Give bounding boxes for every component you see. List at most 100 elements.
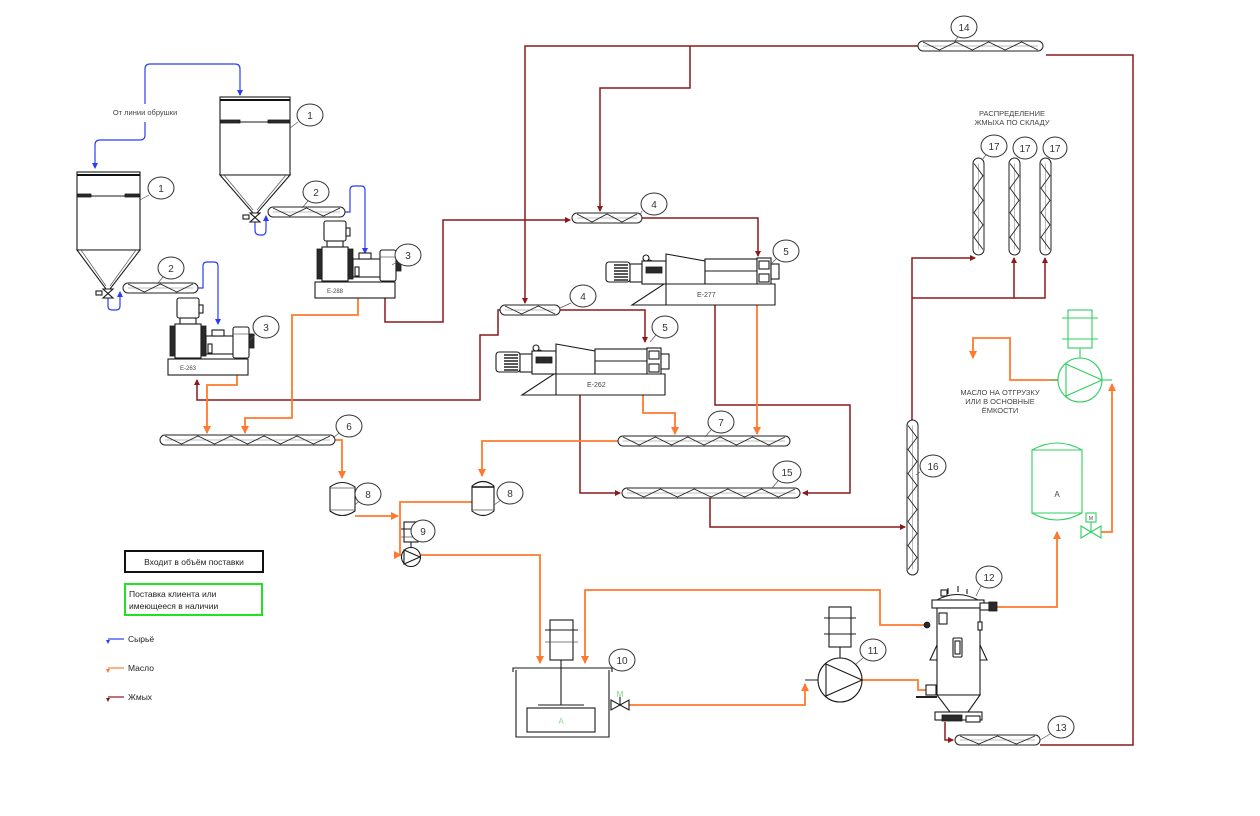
screw-flight: [164, 435, 331, 445]
screw-cake-13[interactable]: [954, 734, 1041, 746]
screw-feeder-left[interactable]: [122, 282, 199, 294]
callout-circle: [772, 460, 802, 484]
housing: [321, 246, 349, 282]
callout-oil-screw-7: 7: [704, 410, 735, 438]
side-valve: [938, 612, 948, 625]
pump-11[interactable]: [817, 606, 864, 703]
outlet-valve: [988, 601, 998, 612]
hopper-left[interactable]: [75, 171, 142, 299]
barrel: [594, 348, 648, 376]
screw-feeder-right[interactable]: [267, 206, 346, 218]
feed-block-window: [758, 260, 770, 270]
leader-line: [704, 429, 712, 438]
filter-12[interactable]: [916, 586, 998, 723]
conditioner-e288[interactable]: E-288: [314, 220, 402, 299]
cake-line-screw14-to-feed-lower: [522, 45, 918, 304]
oil-lines: [203, 298, 1116, 706]
screw-flight: [973, 163, 984, 250]
callout-screw-13: 13: [1039, 715, 1075, 741]
pump-casing-icon: [817, 657, 863, 703]
screw-cake-15[interactable]: [621, 487, 801, 499]
motor-terminal: [345, 227, 351, 237]
client-tank[interactable]: A M: [1031, 442, 1102, 539]
tank-mark: A: [558, 717, 564, 726]
screw-distribution-17b[interactable]: [1008, 157, 1021, 256]
screw-flight: [127, 283, 194, 293]
oil-line-screw6-to-settler: [335, 439, 346, 479]
settler-right[interactable]: [471, 480, 495, 517]
hopper-right[interactable]: [218, 96, 292, 223]
cake-line-elevator-to-screw17b: [912, 257, 1017, 299]
callout-press-feed-lower: 4: [559, 284, 597, 309]
gearbox: [379, 249, 397, 282]
callout-circle: [640, 192, 668, 216]
tank-10[interactable]: A M: [512, 619, 630, 738]
screw-flight: [959, 735, 1036, 745]
screw-distribution-17c[interactable]: [1039, 157, 1052, 256]
flange-left: [169, 325, 176, 357]
tank-body: [1031, 442, 1083, 521]
hopper-right-valve-icon[interactable]: [248, 212, 262, 223]
callout-circle: [394, 243, 422, 267]
callout-circle: [608, 648, 636, 672]
hopper-right-valve-actuator: [242, 214, 250, 220]
screw-distribution-17a[interactable]: [972, 157, 985, 256]
coupling: [629, 263, 643, 283]
hopper-left-cone-line: [109, 249, 137, 287]
callout-circle: [772, 239, 800, 263]
filter-cone: [935, 694, 982, 713]
callout-circle: [157, 256, 185, 280]
equipment-tag: E-277: [697, 292, 716, 299]
leader-line: [493, 499, 502, 506]
base-frame: [630, 283, 776, 306]
client-pump[interactable]: [1050, 309, 1104, 403]
callout-number: 17: [1019, 144, 1031, 155]
distribution-label-line: ЖМЫХА ПО СКЛАДУ: [974, 118, 1049, 127]
equipment-tag: E-263: [180, 366, 197, 372]
cake-line-elevator-to-screw17a: [911, 255, 976, 420]
leader-line: [915, 471, 921, 476]
feed-cone: [555, 343, 596, 375]
knob: [532, 344, 540, 352]
barrel: [704, 258, 758, 286]
callout-conditioner-upper: 3: [391, 243, 422, 267]
callout-number: 3: [405, 251, 411, 262]
oil-line-conditioner-lower-to-screw6: [203, 375, 238, 434]
callout-circle: [1047, 715, 1075, 739]
callout-hopper-left: 1: [139, 176, 175, 201]
oil-line-settler-right-to-pump9: [394, 501, 472, 559]
motor-terminal: [198, 304, 204, 314]
settler-left[interactable]: [329, 481, 356, 517]
elevator-16[interactable]: [906, 419, 919, 576]
gearbox-coil: [535, 356, 553, 364]
tank-heater: [526, 707, 596, 733]
callout-oil-screw-6: 6: [332, 414, 363, 439]
conditioner-e263[interactable]: E-263: [167, 297, 255, 376]
callout-feeder-right: 2: [301, 180, 330, 209]
oil-line-screw7-to-settler-right: [478, 440, 618, 477]
inlet-nozzle: [925, 684, 937, 696]
screw-oil-7[interactable]: [617, 435, 791, 447]
mixer-motor-icon: [549, 619, 574, 661]
screw-press-feed-upper[interactable]: [571, 212, 643, 224]
cake-line-feed-lower-to-press-lower: [560, 309, 648, 343]
motor-neck: [179, 317, 197, 325]
oil-line-press-lower-to-screw7: [642, 395, 679, 435]
callout-circle: [410, 519, 436, 543]
screw-cake-14[interactable]: [917, 40, 1044, 52]
base-frame: [520, 373, 666, 396]
leader-line: [981, 154, 987, 161]
callout-press-upper: 5: [771, 239, 800, 264]
oil-line-client-pump-to-outlet: [969, 337, 1058, 381]
callout-number: 14: [958, 23, 970, 34]
leader-line: [771, 258, 777, 264]
pump-direction-icon: [825, 663, 864, 697]
press-e262[interactable]: E-262: [495, 343, 670, 396]
hopper-left-valve-icon[interactable]: [101, 288, 115, 299]
screw-press-feed-lower[interactable]: [499, 304, 561, 316]
relief-valve: [940, 589, 948, 597]
hopper-left-bracket: [124, 193, 141, 198]
press-e277[interactable]: E-277: [605, 253, 780, 306]
screw-oil-6[interactable]: [159, 434, 336, 446]
